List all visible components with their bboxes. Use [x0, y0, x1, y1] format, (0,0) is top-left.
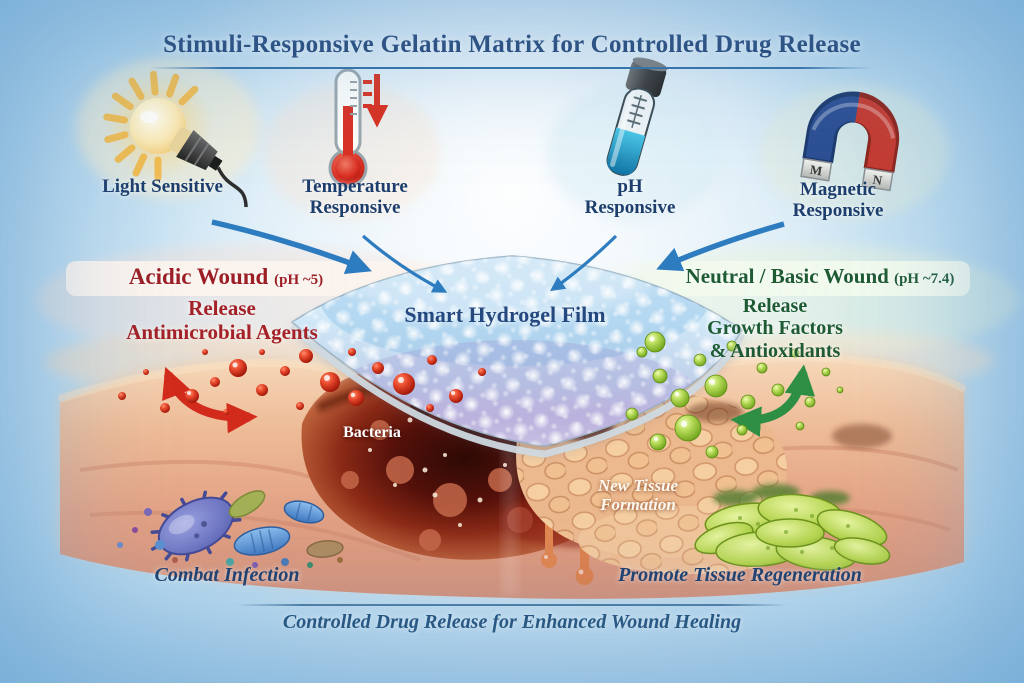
neutral-release-line2: Growth Factors — [707, 317, 843, 340]
promote-tissue-regeneration-label: Promote Tissue Regeneration — [618, 564, 862, 586]
acidic-ph-value: (pH ~5) — [274, 272, 324, 288]
acidic-release-line2: Antimicrobial Agents — [126, 319, 318, 344]
temperature-line1: Temperature — [302, 176, 408, 197]
magnetic-line2: Responsive — [792, 200, 884, 222]
magnetic-line1: Magnetic — [800, 179, 876, 200]
neutral-release-line1: Release — [742, 295, 808, 317]
page-title: Stimuli-Responsive Gelatin Matrix for Co… — [163, 31, 861, 58]
acidic-wound-heading: Acidic Wound (pH ~5) — [70, 264, 382, 290]
release-growth-factors-label: Release Growth Factors & Antioxidants — [648, 295, 902, 362]
release-arrow-red — [162, 366, 258, 434]
magnet-pole-left-label: M — [809, 162, 823, 179]
ph-vial-icon — [606, 57, 668, 176]
bacteria-label: Bacteria — [343, 424, 401, 441]
temperature-responsive-label: Temperature Responsive — [255, 176, 455, 219]
new-tissue-line1: New Tissue — [597, 476, 679, 495]
release-antimicrobial-label: Release Antimicrobial Agents — [95, 296, 349, 344]
smart-hydrogel-film-label: Smart Hydrogel Film — [404, 302, 606, 327]
light-bulb-icon — [103, 70, 248, 208]
release-arrow-green — [730, 364, 816, 437]
growth-factor-particles — [625, 331, 844, 459]
ph-line2: Responsive — [584, 197, 676, 219]
neutral-heading-band — [596, 261, 970, 296]
neutral-heading-text: Neutral / Basic Wound — [685, 264, 889, 288]
magnetic-responsive-label: Magnetic Responsive — [738, 179, 938, 222]
new-tissue-line2: Formation — [600, 495, 676, 515]
acidic-heading-text: Acidic Wound — [128, 264, 269, 289]
footer-divider — [236, 604, 788, 606]
new-tissue-formation-label: New Tissue Formation — [563, 476, 713, 514]
new-tissue-cells — [694, 484, 891, 571]
footer-caption: Controlled Drug Release for Enhanced Wou… — [282, 611, 742, 633]
light-sensitive-label: Light Sensitive — [60, 176, 265, 197]
temperature-line2: Responsive — [309, 197, 401, 219]
acidic-release-line1: Release — [188, 296, 256, 320]
stimulus-arrows — [211, 219, 785, 293]
combat-infection-label: Combat Infection — [154, 564, 300, 586]
magnet-icon: M N — [800, 91, 900, 192]
ph-responsive-label: pH Responsive — [530, 176, 730, 219]
thermometer-icon — [328, 68, 389, 188]
ph-line1: pH — [617, 176, 643, 197]
antimicrobial-particles — [118, 348, 486, 415]
neutral-release-line3: & Antioxidants — [709, 339, 841, 362]
bacteria-cluster — [117, 490, 344, 568]
light-sensitive-text: Light Sensitive — [102, 176, 223, 197]
neutral-wound-heading: Neutral / Basic Wound (pH ~7.4) — [658, 264, 982, 289]
neutral-ph-value: (pH ~7.4) — [894, 271, 955, 287]
magnet-pole-right-label: N — [872, 172, 884, 188]
title-underline — [150, 67, 872, 69]
